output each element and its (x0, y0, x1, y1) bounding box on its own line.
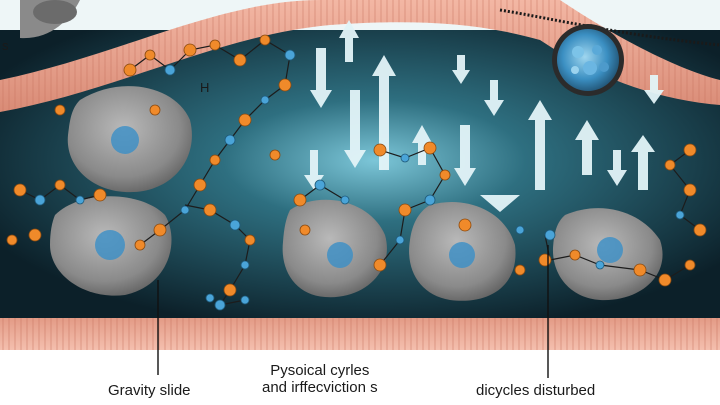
vesicle-icon (552, 24, 624, 96)
molecule-nodes-blue (34, 49, 685, 311)
physical-cycles-line2: and irffecviction s (262, 379, 378, 396)
cell-cluster-icon (50, 86, 663, 301)
molecule-nodes (6, 34, 707, 297)
gravity-slide-caption: Gravity slide (108, 382, 191, 399)
physical-cycles-line1: Pysoical cyrles (270, 362, 370, 379)
physical-cycles-caption: Pysoical cyrles and irffecviction s (262, 362, 378, 396)
up-arrow-icon (339, 20, 655, 190)
down-arrow-icon (304, 48, 664, 212)
dicycles-caption: dicycles disturbed (476, 382, 596, 399)
left-edge-label: s (2, 38, 9, 53)
pointer-line-icon (157, 245, 549, 378)
chain-tag-label: H (200, 80, 209, 95)
